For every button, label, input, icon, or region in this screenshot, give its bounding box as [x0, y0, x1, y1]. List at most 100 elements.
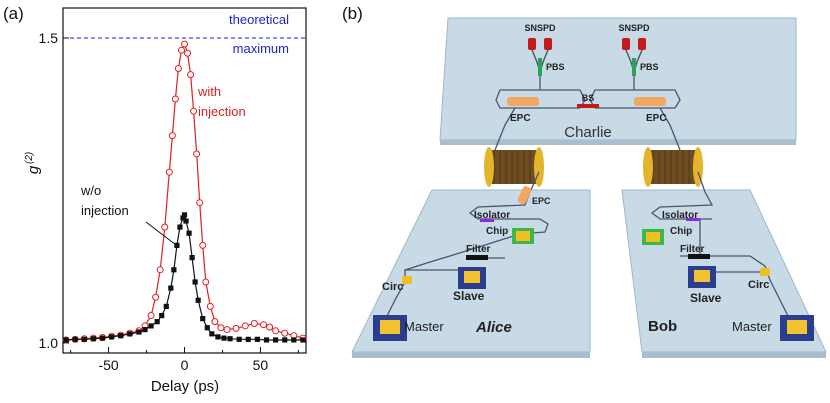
data-point-without-injection	[204, 325, 210, 331]
bob-filter-label: Filter	[680, 244, 705, 255]
data-point-with-injection	[165, 168, 173, 176]
data-point-with-injection	[177, 46, 185, 54]
data-point-with-injection	[171, 95, 179, 103]
bob-circ-label: Circ	[748, 279, 769, 291]
data-point-with-injection	[211, 318, 219, 326]
x-tick-label: 50	[253, 357, 269, 373]
bob-chip-label: Chip	[670, 226, 692, 237]
data-point-with-injection	[193, 150, 201, 158]
data-point-without-injection	[282, 337, 288, 343]
series-label-with-line2: injection	[198, 104, 246, 119]
series-label-with-line1: with	[197, 84, 221, 99]
data-point-with-injection	[147, 312, 155, 320]
data-point-without-injection	[99, 335, 106, 341]
data-point-with-injection	[190, 107, 198, 115]
data-point-without-injection	[180, 215, 186, 221]
data-point-without-injection	[171, 267, 177, 273]
data-point-with-injection	[199, 241, 207, 249]
data-point-with-injection	[187, 71, 195, 79]
data-point-without-injection	[186, 230, 192, 236]
alice-epc-label: EPC	[532, 196, 551, 206]
charlie-fiber-down	[494, 107, 681, 151]
bob-slave-body	[694, 270, 710, 282]
alice-isolator-label: Isolator	[474, 210, 510, 221]
series-line-1	[65, 213, 303, 341]
data-point-without-injection	[221, 335, 227, 341]
beam-splitter	[577, 104, 599, 108]
alice-label: Alice	[475, 319, 512, 336]
data-point-with-injection	[272, 327, 280, 335]
x-tick-label: -50	[98, 357, 118, 373]
charlie-board-edge	[440, 140, 796, 145]
epc-right	[634, 97, 666, 106]
y-axis-label-main: g	[25, 165, 42, 174]
fiber-spool-right	[643, 147, 703, 187]
panel-b-label: (b)	[342, 4, 363, 23]
reference-label-line1: theoretical	[229, 12, 289, 27]
x-tick-label: 0	[181, 357, 189, 373]
data-point-without-injection	[142, 326, 148, 333]
data-point-without-injection	[227, 336, 233, 342]
bob-label: Bob	[648, 318, 677, 335]
snspd-right	[622, 38, 646, 50]
data-point-without-injection	[154, 319, 160, 325]
data-point-without-injection	[209, 331, 215, 337]
data-point-without-injection	[300, 337, 306, 343]
y-tick-label: 1.5	[39, 30, 59, 46]
epc-left-label: EPC	[510, 113, 531, 124]
data-point-with-injection	[266, 323, 274, 331]
data-point-without-injection	[136, 329, 142, 335]
epc-right-label: EPC	[646, 113, 667, 124]
data-point-without-injection	[291, 337, 297, 343]
data-point-with-injection	[250, 319, 258, 327]
series-label-without-line1: w/o	[80, 183, 101, 198]
pbs-left-label: PBS	[546, 62, 565, 72]
y-tick-label: 1.0	[39, 335, 59, 351]
data-point-without-injection	[127, 331, 133, 337]
data-point-without-injection	[148, 323, 154, 329]
data-point-without-injection	[181, 212, 188, 218]
data-point-with-injection	[217, 324, 225, 332]
bob-filter	[688, 254, 710, 259]
data-point-with-injection	[196, 199, 204, 207]
data-point-without-injection	[245, 336, 251, 342]
alice-isolator	[480, 219, 494, 222]
charlie-board	[439, 17, 797, 141]
charlie-label: Charlie	[564, 124, 612, 141]
data-point-with-injection	[152, 293, 160, 301]
alice-chip-label: Chip	[486, 226, 508, 237]
data-point-with-injection	[156, 266, 164, 274]
series-label-without-line2: injection	[81, 203, 129, 218]
alice-chip-die	[516, 231, 530, 241]
bs-label: BS	[582, 93, 595, 103]
data-point-without-injection	[72, 336, 78, 342]
data-point-with-injection	[202, 278, 210, 286]
epc-left	[507, 97, 539, 106]
data-point-without-injection	[183, 218, 189, 224]
snspd-left	[528, 38, 552, 50]
data-point-with-injection	[174, 65, 182, 72]
data-point-with-injection	[161, 223, 169, 231]
data-point-without-injection	[177, 224, 183, 230]
alice-filter	[466, 255, 488, 260]
data-point-with-injection	[232, 324, 240, 332]
y-axis-label-superscript: (2)	[24, 152, 35, 164]
axis-ticks: -50 0 50 1.0 1.5	[39, 30, 299, 373]
alice-board-edge	[352, 352, 590, 358]
series-pointer-line	[145, 221, 177, 246]
data-point-with-injection	[206, 302, 214, 310]
data-point-without-injection	[163, 303, 169, 309]
data-point-without-injection	[81, 336, 87, 342]
data-point-without-injection	[174, 242, 180, 248]
data-point-without-injection	[236, 336, 242, 342]
bob-master-label: Master	[732, 319, 772, 334]
data-point-with-injection	[241, 322, 249, 330]
alice-circ-label: Circ	[382, 281, 403, 293]
data-point-without-injection	[263, 337, 270, 343]
bob-master-body	[787, 320, 807, 334]
alice-slave-label: Slave	[453, 289, 485, 303]
reference-label-line2: maximum	[233, 41, 289, 56]
y-axis-label: g (2)	[24, 152, 42, 174]
bob-isolator-label: Isolator	[662, 210, 698, 221]
